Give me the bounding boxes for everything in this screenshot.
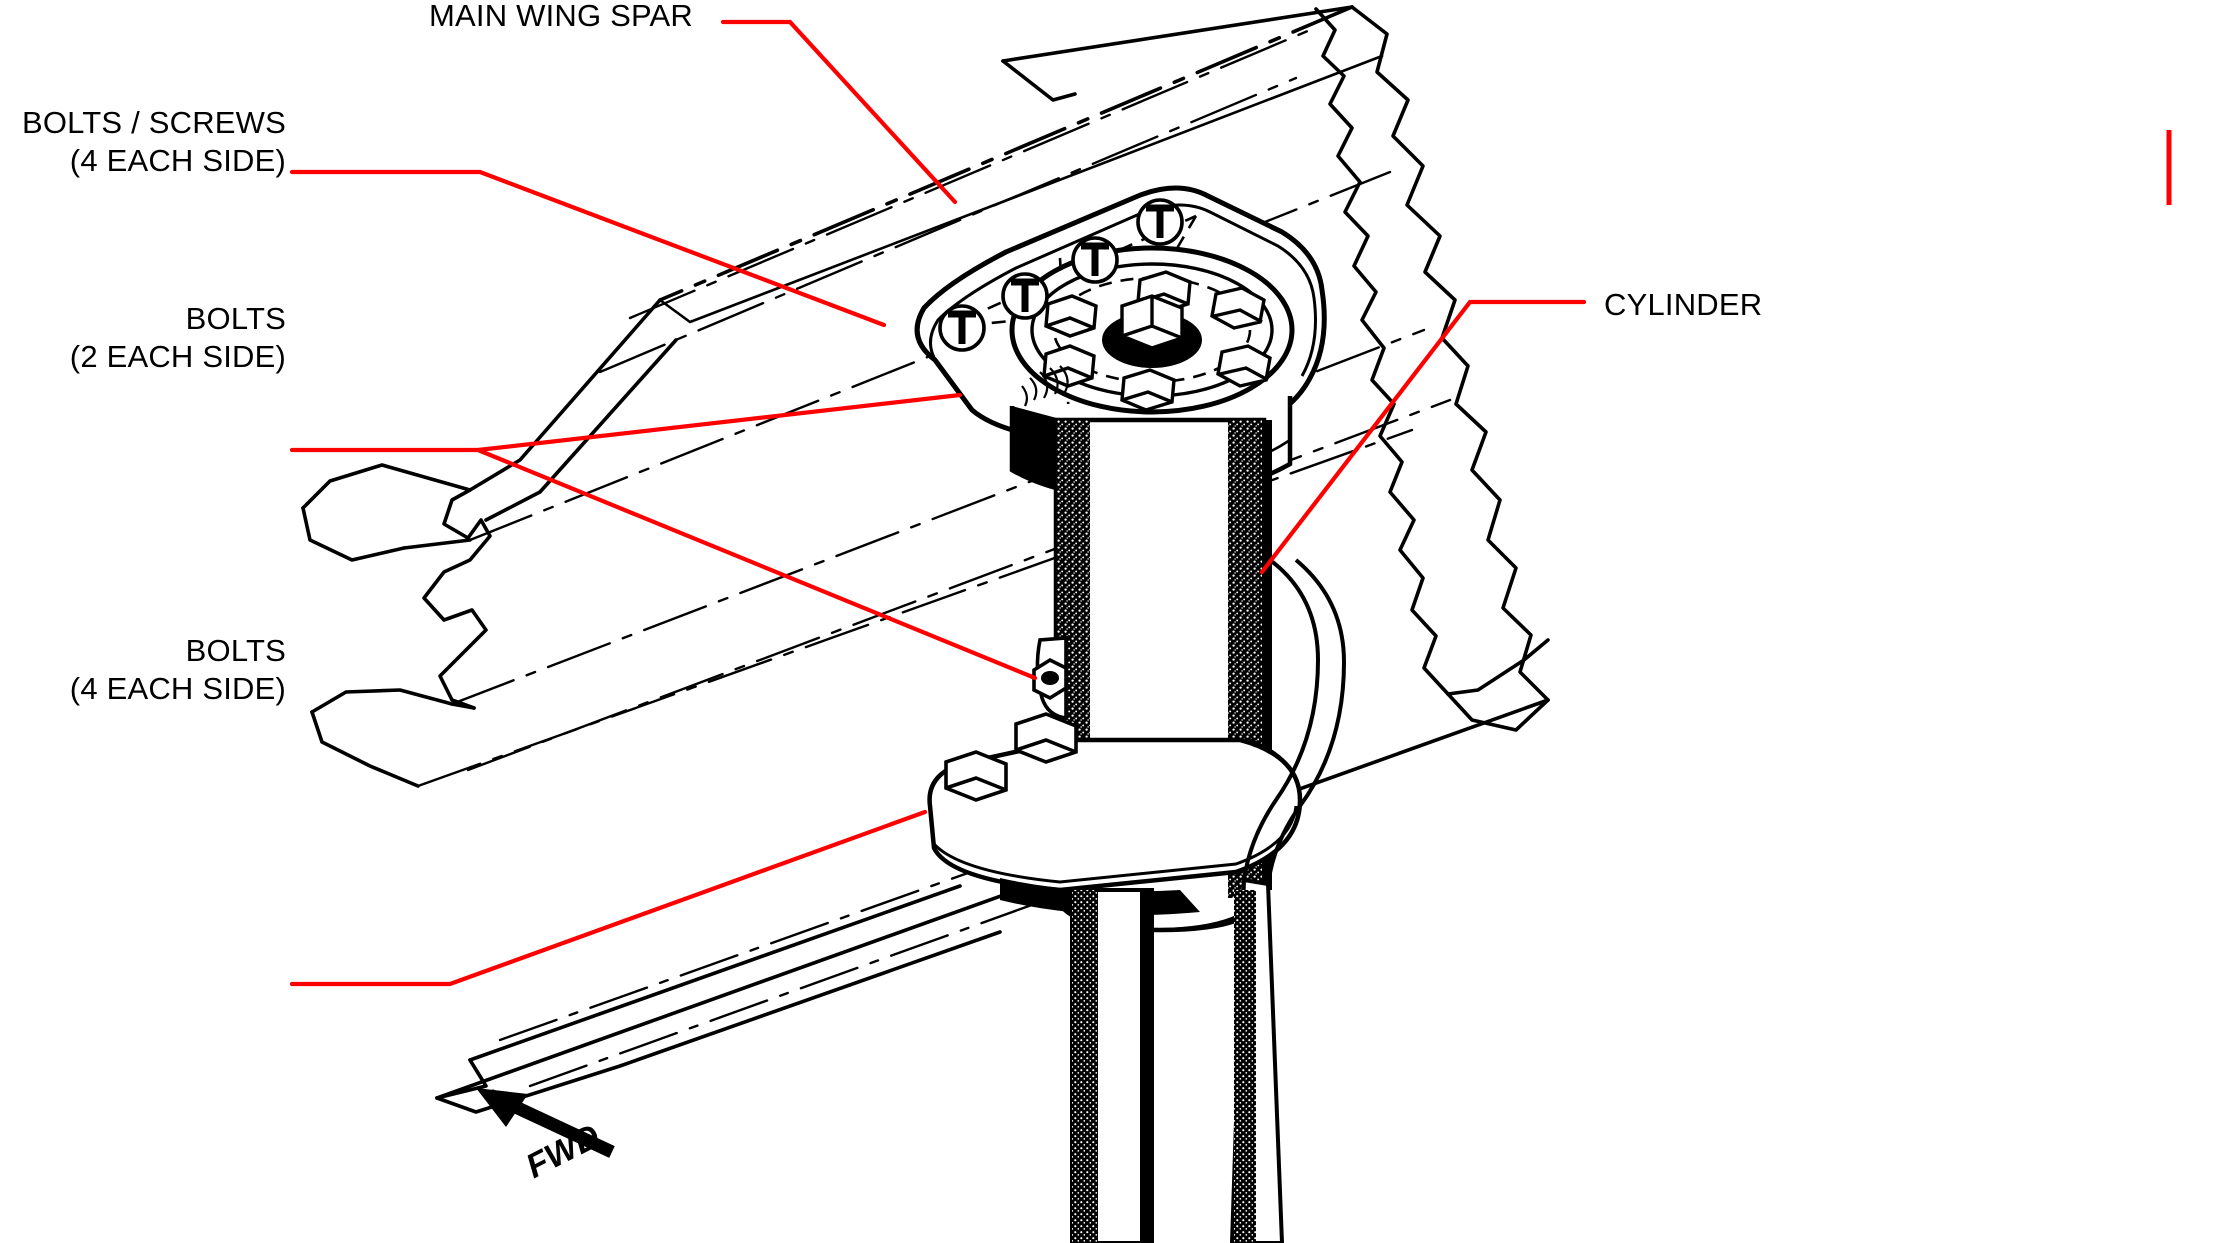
callout-bolts-screws: BOLTS / SCREWS (4 EACH SIDE) [0,104,286,180]
lower-clamp-bracket [927,712,1303,916]
screw-head [938,304,986,352]
cylinder-side-bolt [1032,636,1068,721]
fwd-direction-arrow [476,1088,615,1158]
callout-bolts-2-each-side: BOLTS (2 EACH SIDE) [0,300,286,376]
leader-bolts-4 [289,809,928,987]
leader-lines [289,19,1587,987]
callout-bolts-4-each-side: BOLTS (4 EACH SIDE) [0,632,286,708]
leader-main-wing-spar [720,19,958,205]
callout-main-wing-spar: MAIN WING SPAR [429,0,693,35]
callout-line-2: (4 EACH SIDE) [69,671,286,706]
callout-line-1: BOLTS / SCREWS [21,105,286,140]
callout-cylinder: CYLINDER [1604,286,1762,324]
leader-bolts-2a [289,392,963,453]
clamp-bolt-head [1014,712,1078,764]
leader-bolts-screws [289,169,887,328]
screw-head [1136,198,1184,246]
drag-brace [1229,558,1347,1243]
callout-line-2: (4 EACH SIDE) [69,143,286,178]
screw-head [1001,272,1049,320]
screw-head [1071,236,1119,284]
leader-bolts-2b [475,447,1038,681]
callout-line-1: MAIN WING SPAR [429,0,694,33]
piston-rod [1070,888,1154,1243]
callout-line-1: BOLTS [185,633,286,668]
callout-line-1: BOLTS [185,301,286,336]
bolt-circle [1042,270,1272,412]
callout-line-1: CYLINDER [1604,287,1763,322]
callout-line-2: (2 EACH SIDE) [69,339,286,374]
clamp-bolt-head [944,750,1008,802]
leader-cylinder [1259,299,1587,575]
screw-heads [938,198,1184,352]
